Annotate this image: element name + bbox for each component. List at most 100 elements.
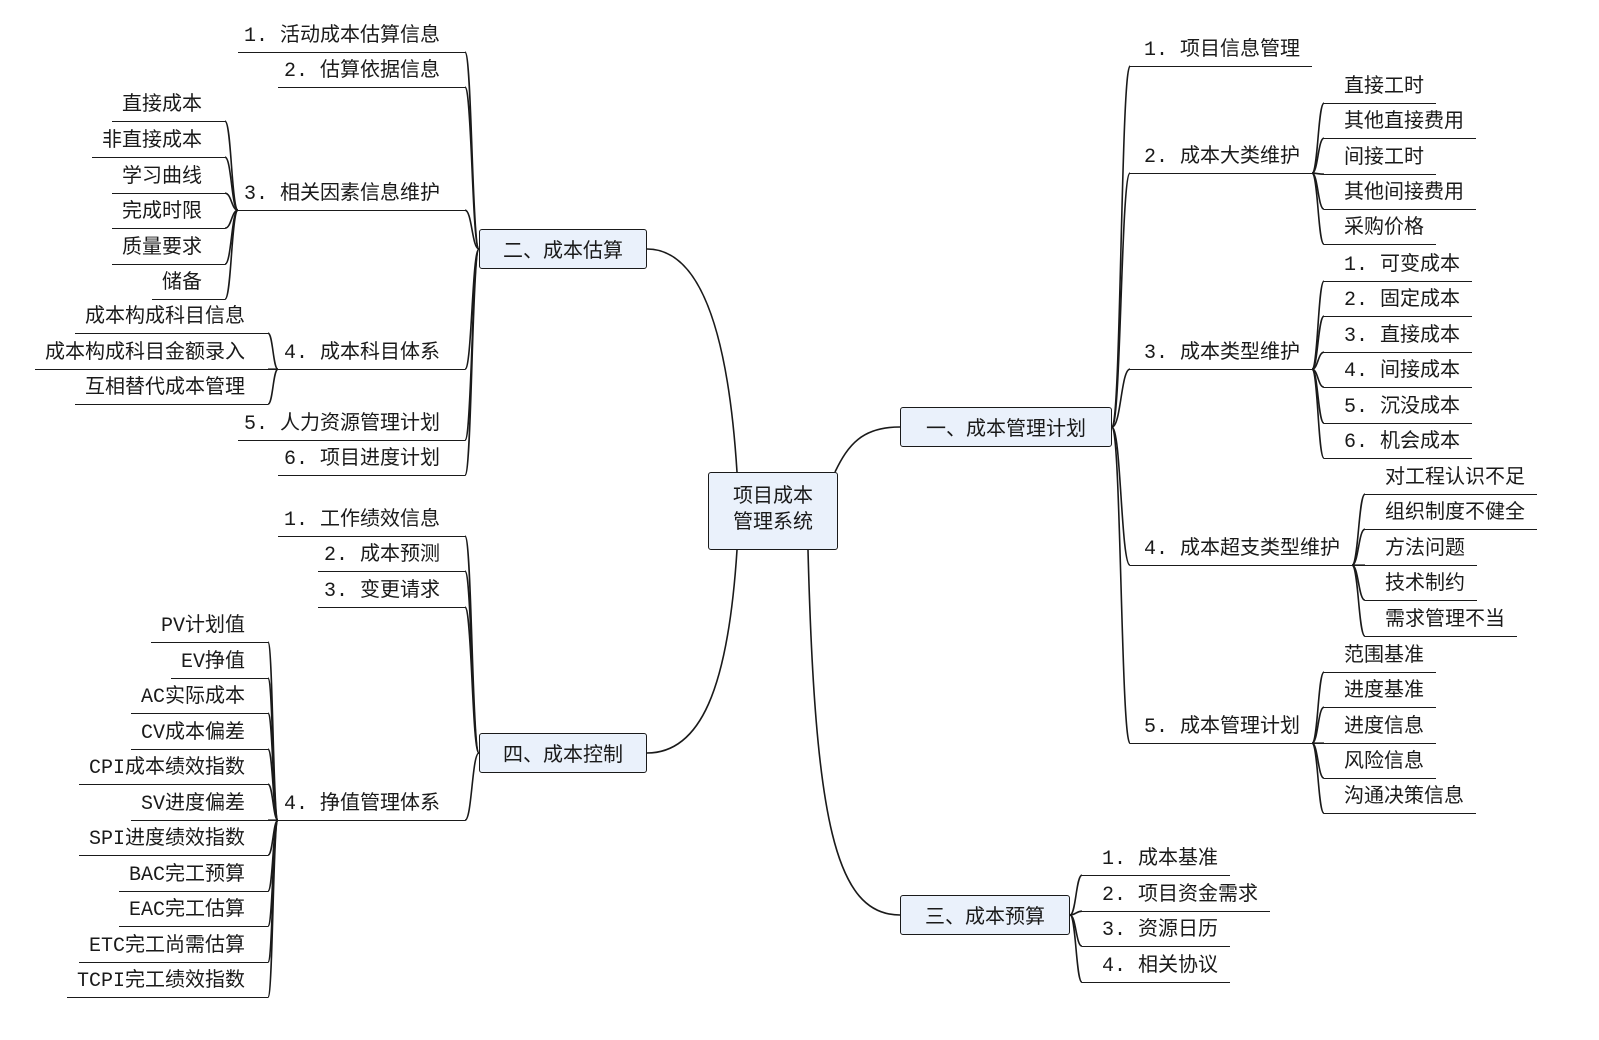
connector-line xyxy=(1111,368,1131,428)
topic-ev: EV挣值 xyxy=(170,648,268,679)
topic-eac: EAC完工估算 xyxy=(118,896,268,927)
topic-indirect-cost: 4. 间接成本 xyxy=(1324,357,1473,388)
connector-line xyxy=(1311,172,1325,245)
topic-schedule-baseline: 进度基准 xyxy=(1324,677,1436,708)
topic-poor-requirements-management: 需求管理不当 xyxy=(1365,606,1517,637)
topic-communication-decision-info: 沟通决策信息 xyxy=(1324,783,1476,814)
connector-line xyxy=(1311,706,1325,744)
topic-related-factors-maintenance: 3. 相关因素信息维护 xyxy=(237,180,465,211)
topic-opportunity-cost: 6. 机会成本 xyxy=(1324,428,1473,459)
connector-line xyxy=(1311,742,1325,814)
topic-purchase-price: 采购价格 xyxy=(1324,214,1436,245)
topic-cost-account-system: 4. 成本科目体系 xyxy=(277,339,465,370)
topic-cost-account-info: 成本构成科目信息 xyxy=(75,303,268,334)
connector-line xyxy=(464,86,480,250)
topic-cost-baseline: 1. 成本基准 xyxy=(1082,845,1231,876)
branch-cost-estimation: 二、成本估算 xyxy=(479,229,647,269)
topic-work-performance-info: 1. 工作绩效信息 xyxy=(277,506,465,537)
topic-direct-cost: 3. 直接成本 xyxy=(1324,322,1473,353)
connector-line xyxy=(464,752,480,821)
central-topic-line-1: 项目成本 xyxy=(733,486,813,509)
topic-tcpi: TCPI完工绩效指数 xyxy=(66,967,268,998)
connector-line xyxy=(267,332,279,370)
topic-spi: SPI进度绩效指数 xyxy=(78,825,268,856)
central-topic-line-2: 管理系统 xyxy=(733,512,813,535)
topic-earned-value-system: 4. 挣值管理体系 xyxy=(277,790,465,821)
connector-line xyxy=(267,783,279,821)
connector-line xyxy=(1111,426,1131,744)
connector-line xyxy=(1311,102,1325,174)
topic-substitute-cost-management: 互相替代成本管理 xyxy=(75,374,268,405)
topic-other-indirect-costs: 其他间接费用 xyxy=(1324,179,1476,210)
topic-project-schedule: 6. 项目进度计划 xyxy=(277,445,465,476)
connector-line xyxy=(807,549,901,916)
connector-line xyxy=(646,549,738,754)
topic-pv: PV计划值 xyxy=(150,612,268,643)
topic-direct-labor-hours: 直接工时 xyxy=(1324,73,1436,104)
topic-activity-cost-estimates: 1. 活动成本估算信息 xyxy=(237,22,465,53)
connector-line xyxy=(267,819,279,998)
connector-line xyxy=(1111,172,1131,428)
topic-agreements: 4. 相关协议 xyxy=(1082,952,1231,983)
topic-funding-requirements: 2. 项目资金需求 xyxy=(1082,881,1271,912)
topic-bac: BAC完工预算 xyxy=(118,861,268,892)
connector-line xyxy=(646,248,738,473)
connector-line xyxy=(1311,280,1325,370)
topic-sv: SV进度偏差 xyxy=(130,790,268,821)
connector-line xyxy=(1311,137,1325,174)
connector-line xyxy=(464,248,480,476)
connector-line xyxy=(1311,368,1325,459)
topic-completion-deadline: 完成时限 xyxy=(112,198,225,229)
branch-cost-planning: 一、成本管理计划 xyxy=(900,407,1112,447)
topic-cost-forecasts: 2. 成本预测 xyxy=(317,541,465,572)
connector-line xyxy=(464,606,480,754)
topic-cost-account-amount-entry: 成本构成科目金额录入 xyxy=(35,339,268,370)
connector-line xyxy=(224,156,239,211)
topic-indirect-labor-hours: 间接工时 xyxy=(1324,144,1436,175)
branch-cost-control: 四、成本控制 xyxy=(479,733,647,773)
connector-line xyxy=(1069,874,1083,916)
connector-line xyxy=(224,120,239,211)
connector-line xyxy=(1311,351,1325,370)
topic-weak-organization-system: 组织制度不健全 xyxy=(1365,499,1537,530)
topic-resource-calendars: 3. 资源日历 xyxy=(1082,916,1231,947)
topic-hr-management-plan: 5. 人力资源管理计划 xyxy=(237,410,465,441)
connector-line xyxy=(1351,564,1366,637)
topic-cv: CV成本偏差 xyxy=(130,719,268,750)
branch-cost-budgeting: 三、成本预算 xyxy=(900,895,1070,935)
connector-line xyxy=(224,209,239,300)
topic-technical-constraints: 技术制约 xyxy=(1365,570,1477,601)
connector-line xyxy=(464,209,480,250)
topic-insufficient-understanding: 对工程认识不足 xyxy=(1365,464,1537,495)
topic-cost-management-plan: 5. 成本管理计划 xyxy=(1130,713,1313,744)
connector-line xyxy=(1111,426,1131,566)
connector-line xyxy=(267,368,279,405)
topic-method-issues: 方法问题 xyxy=(1365,535,1477,566)
connector-line xyxy=(1069,914,1083,983)
connector-line xyxy=(1351,528,1366,566)
topic-sunk-cost: 5. 沉没成本 xyxy=(1324,393,1473,424)
topic-ac: AC实际成本 xyxy=(130,683,268,714)
topic-overrun-type-maintenance: 4. 成本超支类型维护 xyxy=(1130,535,1353,566)
topic-etc: ETC完工尚需估算 xyxy=(78,932,268,963)
topic-variable-cost: 1. 可变成本 xyxy=(1324,251,1473,282)
central-topic: 项目成本 管理系统 xyxy=(708,472,838,550)
topic-cost-type-maintenance: 3. 成本类型维护 xyxy=(1130,339,1313,370)
topic-cpi: CPI成本绩效指数 xyxy=(78,754,268,785)
topic-other-direct-costs: 其他直接费用 xyxy=(1324,108,1476,139)
connector-line xyxy=(464,570,480,754)
topic-non-direct-costs: 非直接成本 xyxy=(92,127,225,158)
topic-risk-info: 风险信息 xyxy=(1324,748,1436,779)
topic-direct-costs: 直接成本 xyxy=(112,91,225,122)
topic-cost-category-maintenance: 2. 成本大类维护 xyxy=(1130,143,1313,174)
topic-scope-baseline: 范围基准 xyxy=(1324,642,1436,673)
topic-quality-requirements: 质量要求 xyxy=(112,234,225,265)
topic-fixed-cost: 2. 固定成本 xyxy=(1324,286,1473,317)
topic-project-info-management: 1. 项目信息管理 xyxy=(1130,36,1313,67)
topic-reserves: 储备 xyxy=(152,269,225,300)
connector-line xyxy=(834,426,901,473)
topic-basis-of-estimates: 2. 估算依据信息 xyxy=(277,57,465,88)
topic-learning-curve: 学习曲线 xyxy=(112,163,225,194)
